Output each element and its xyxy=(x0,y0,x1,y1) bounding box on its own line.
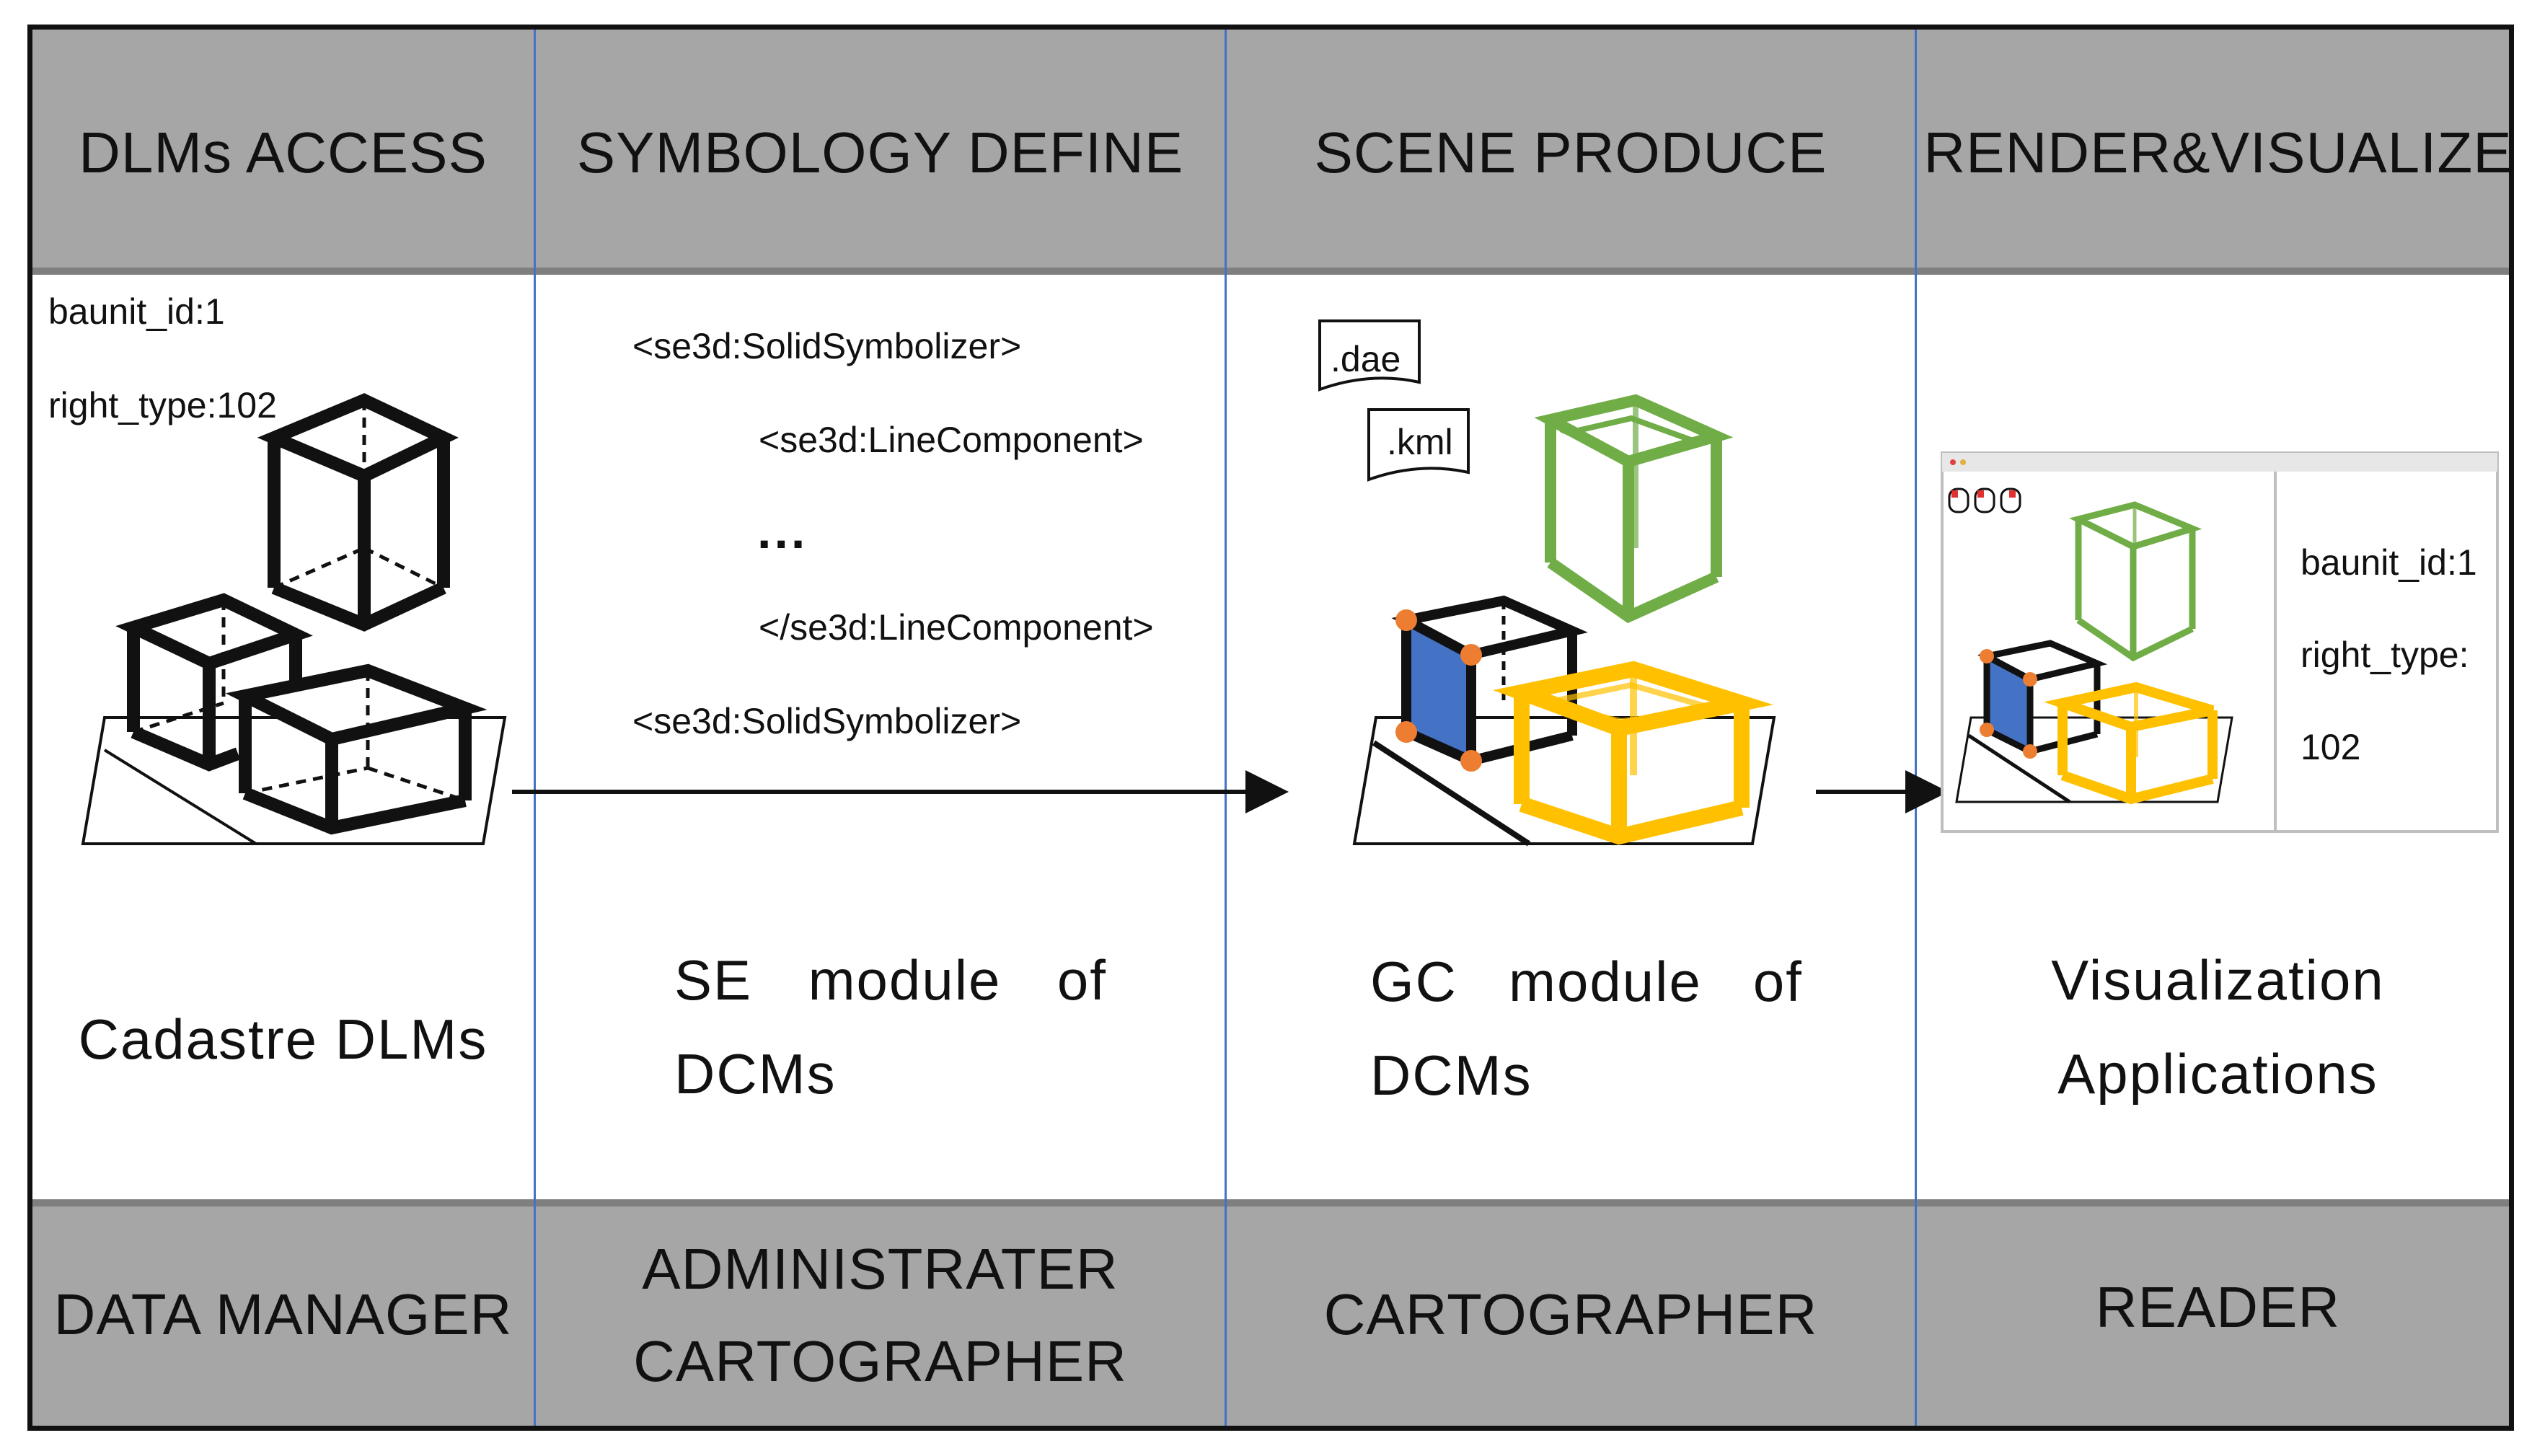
caption-word: module xyxy=(808,948,1002,1012)
green-cube-icon xyxy=(2069,501,2202,662)
role-cartographer: CARTOGRAPHER xyxy=(633,1329,1127,1393)
se-module-caption-line1: SE module of xyxy=(674,948,1107,1013)
dlm-caption: Cadastre DLMs xyxy=(78,1007,488,1071)
vertex-handle xyxy=(1980,723,1994,737)
xml-line-open-solid: <se3d:SolidSymbolizer> xyxy=(632,326,1022,366)
column-divider xyxy=(1225,30,1227,1426)
app-attribute-value: 102 xyxy=(2301,727,2360,767)
cube-icon xyxy=(225,663,488,835)
vertex-handle xyxy=(2023,672,2037,687)
vertex-handle xyxy=(1460,644,1482,666)
dae-file-icon: .dae xyxy=(1318,319,1421,392)
parcel-line xyxy=(103,749,257,845)
dlm-attribute-right-type: right_type:102 xyxy=(48,385,277,425)
caption-word: GC xyxy=(1370,950,1457,1013)
dae-file-label: .dae xyxy=(1331,339,1400,379)
scene-illustration: .dae .kml xyxy=(1318,319,1776,847)
dlm-attribute-baunit: baunit_id:1 xyxy=(48,291,225,332)
gc-module-caption-line2: DCMs xyxy=(1370,1044,1532,1107)
se-module-caption-line2: DCMs xyxy=(674,1042,837,1106)
kml-file-icon: .kml xyxy=(1367,408,1470,482)
xml-line-close-line: </se3d:LineComponent> xyxy=(759,607,1154,648)
role-footer-band xyxy=(32,1199,2509,1426)
stage-symbology-define: SYMBOLOGY DEFINE xyxy=(576,120,1184,185)
green-cube-icon xyxy=(1534,394,1734,624)
caption-word: SE xyxy=(674,948,753,1012)
vertex-handle xyxy=(1395,721,1417,743)
column-divider xyxy=(534,30,536,1426)
stage-header-band xyxy=(32,30,2509,275)
visualization-caption-line1: Visualization xyxy=(2051,948,2385,1012)
xml-line-close-solid: <se3d:SolidSymbolizer> xyxy=(632,701,1022,741)
stage-scene-produce: SCENE PRODUCE xyxy=(1314,120,1827,185)
kml-file-label: .kml xyxy=(1387,422,1453,462)
vertex-handle xyxy=(1395,609,1417,631)
cube-icon xyxy=(115,593,313,772)
app-attribute-right-type: right_type: xyxy=(2301,635,2469,675)
vertex-handle xyxy=(1980,649,1994,663)
cube-icon xyxy=(257,393,459,632)
caption-word: module xyxy=(1509,950,1702,1013)
gc-module-caption-line1: GC module of xyxy=(1370,949,1803,1015)
dlm-illustration xyxy=(81,393,507,845)
stage-dlms-access: DLMs ACCESS xyxy=(79,120,488,185)
app-window: baunit_id:1 right_type: 102 xyxy=(1941,451,2499,833)
minimize-icon xyxy=(1960,459,1966,465)
vertex-handle xyxy=(2023,744,2037,759)
role-data-manager: DATA MANAGER xyxy=(53,1282,513,1346)
yellow-cube-icon xyxy=(2044,681,2218,805)
role-reader: READER xyxy=(2095,1275,2341,1339)
close-icon xyxy=(1950,459,1956,465)
role-administrater: ADMINISTRATER xyxy=(642,1237,1119,1301)
visualization-caption-line2: Applications xyxy=(2057,1042,2378,1106)
caption-word: of xyxy=(1752,950,1803,1013)
toolbar xyxy=(1948,487,2021,513)
role-cartographer: CARTOGRAPHER xyxy=(1323,1282,1818,1346)
stage-render-visualize: RENDER&VISUALIZE xyxy=(1923,120,2513,185)
vertex-handle xyxy=(1460,750,1482,772)
yellow-cube-icon xyxy=(1493,661,1773,845)
caption-word: of xyxy=(1057,948,1107,1012)
app-attribute-baunit: baunit_id:1 xyxy=(2301,542,2477,583)
window-titlebar xyxy=(1942,453,2497,472)
parcel-line xyxy=(1967,733,2071,804)
column-divider xyxy=(1915,30,1917,1426)
parcel-line xyxy=(1372,740,1531,847)
xml-line-open-line: <se3d:LineComponent> xyxy=(759,420,1144,460)
xml-ellipsis: ... xyxy=(757,503,808,559)
